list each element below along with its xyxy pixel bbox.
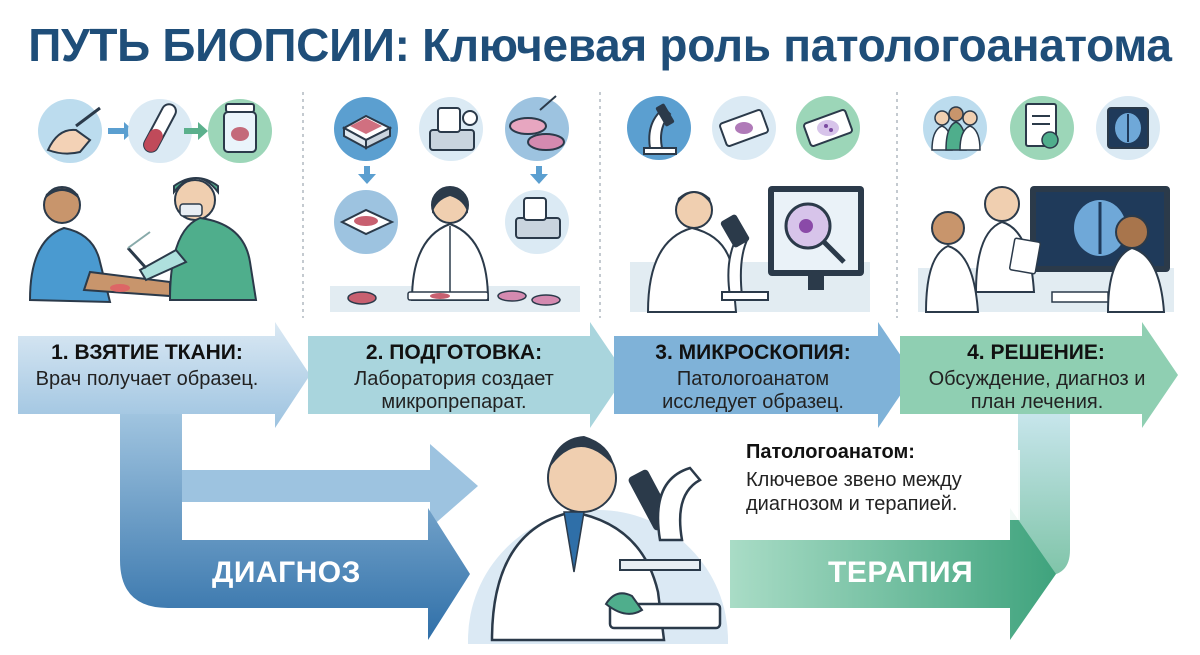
- therapy-band: [730, 508, 1056, 640]
- page-title: ПУТЬ БИОПСИИ: Ключевая роль патологоанат…: [28, 19, 1172, 71]
- panel-1-icons: [38, 99, 272, 163]
- stained-slide-icon: [803, 109, 853, 147]
- panel-2-scene: [330, 186, 580, 312]
- microtome-icon: [429, 107, 478, 151]
- step-4-title: 4. РЕШЕНИЕ:: [967, 341, 1105, 364]
- panel-1-scene: [20, 177, 290, 310]
- step-3-arrow: [614, 322, 914, 428]
- slide-icon: [719, 109, 769, 147]
- syringe-hand-icon: [46, 106, 101, 155]
- step-1-arrow: [18, 322, 310, 428]
- panel-3-icons: [627, 96, 860, 160]
- petri-dish-icon: [509, 95, 565, 151]
- step-2-arrow: [308, 322, 626, 428]
- step-2-desc: Лаборатория создает микропрепарат.: [354, 368, 554, 413]
- step-3-title: 3. МИКРОСКОПИЯ:: [655, 341, 851, 364]
- step-1-desc: Врач получает образец.: [35, 368, 259, 390]
- step-arrows: [18, 322, 1178, 428]
- medical-team-icon: [931, 106, 981, 151]
- diagnosis-flow: [120, 396, 478, 640]
- report-icon: [1025, 103, 1059, 149]
- step-2-title: 2. ПОДГОТОВКА:: [365, 341, 543, 364]
- callout-text: Ключевое звено между диагнозом и терапие…: [746, 469, 962, 515]
- panel-separators: [302, 92, 898, 318]
- diagnosis-band: [120, 396, 470, 640]
- step-3-desc: Патологоанатом исследует образец.: [662, 368, 844, 413]
- therapy-label: ТЕРАПИЯ: [828, 556, 974, 589]
- therapy-flow: [730, 396, 1070, 640]
- test-tube-icon: [143, 103, 177, 153]
- panel-2-icons: [334, 95, 569, 254]
- step-4-arrow: [900, 322, 1178, 428]
- panel-4-icons: [923, 96, 1160, 160]
- panel-4-scene: [918, 186, 1174, 313]
- step-1-title: 1. ВЗЯТИЕ ТКАНИ:: [51, 341, 243, 364]
- pathologist-illustration: [468, 436, 728, 644]
- specimen-jar-icon: [223, 103, 257, 153]
- step-4-desc: Обсуждение, диагноз и план лечения.: [928, 368, 1146, 413]
- brain-scan-icon: [1107, 107, 1149, 149]
- panel-3-scene: [630, 186, 870, 313]
- callout-title: Патологоанатом:: [746, 441, 915, 463]
- diagnosis-label: ДИАГНОЗ: [212, 556, 361, 589]
- microscope-icon: [643, 103, 677, 155]
- tissue-block-icon: [341, 114, 393, 150]
